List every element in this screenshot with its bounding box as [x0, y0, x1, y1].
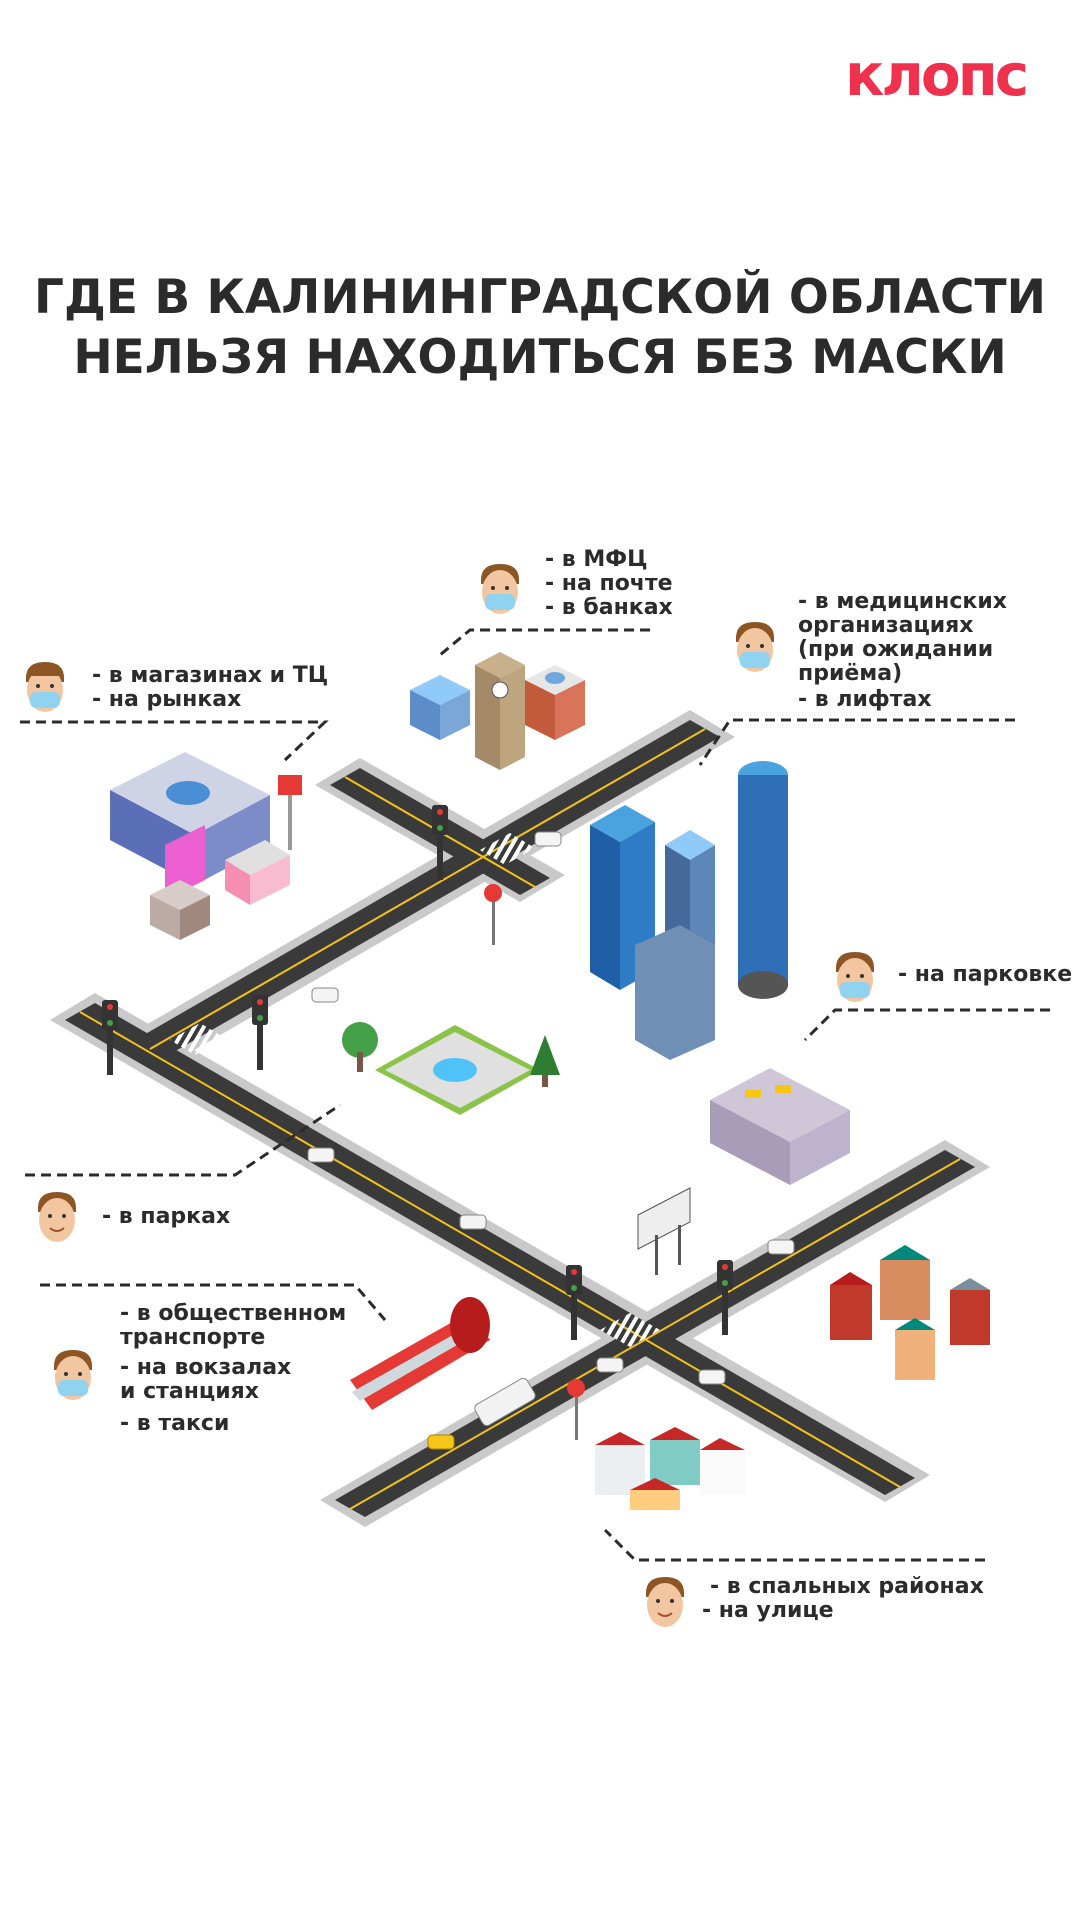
label-line: - на почте	[545, 571, 673, 596]
traffic-lights	[102, 805, 733, 1340]
cars	[307, 831, 795, 1450]
parking-garage	[710, 1068, 850, 1185]
title-line-1: ГДЕ В КАЛИНИНГРАДСКОЙ ОБЛАСТИ	[34, 270, 1046, 325]
unmasked-face-icon	[646, 1577, 684, 1627]
label-line: (при ожидании	[798, 637, 994, 662]
title-line-2: НЕЛЬЗЯ НАХОДИТЬСЯ БЕЗ МАСКИ	[73, 330, 1007, 385]
label-shops: - в магазинах и ТЦ - на рынках	[92, 664, 328, 712]
billboard	[637, 1187, 691, 1275]
label-line: приёма)	[798, 661, 903, 686]
houses-east	[830, 1245, 990, 1380]
masked-face-icon	[736, 622, 774, 672]
label-line: и станциях	[120, 1379, 259, 1404]
label-line: - в МФЦ	[545, 547, 648, 572]
label-line: - в такси	[120, 1411, 230, 1436]
masked-face-icon	[481, 564, 519, 614]
label-line: - в парках	[102, 1204, 231, 1229]
label-line: - в магазинах и ТЦ	[92, 663, 329, 688]
crosswalks	[170, 833, 660, 1347]
stop-signs	[484, 884, 585, 1440]
masked-face-icon	[836, 952, 874, 1002]
label-residential: - в спальных районах - на улице	[702, 1575, 984, 1623]
klops-logo: клопс	[845, 41, 1029, 109]
houses-south	[595, 1427, 745, 1510]
label-line: - в банках	[545, 595, 673, 620]
skyscrapers	[590, 761, 788, 1060]
label-line: транспорте	[120, 1325, 266, 1350]
label-line: - в лифтах	[798, 687, 932, 712]
page-title: ГДЕ В КАЛИНИНГРАДСКОЙ ОБЛАСТИ НЕЛЬЗЯ НАХ…	[0, 268, 1080, 388]
label-line: - в спальных районах	[710, 1574, 984, 1599]
unmasked-face-icon	[38, 1192, 76, 1242]
tram	[350, 1297, 490, 1410]
label-line: организациях	[798, 613, 974, 638]
label-parks: - в парках	[102, 1205, 230, 1229]
masked-face-icon	[54, 1350, 92, 1400]
leader-lines	[20, 628, 1050, 1562]
label-line: - на улице	[702, 1598, 834, 1623]
label-medical: - в медицинских организациях (при ожидан…	[798, 590, 1007, 712]
label-line: - в общественном	[120, 1301, 347, 1326]
label-line: - на парковке	[898, 962, 1073, 987]
label-line: - в медицинских	[798, 589, 1007, 614]
label-line: - на рынках	[92, 687, 242, 712]
masked-face-icon	[26, 662, 64, 712]
mall-building	[110, 752, 302, 940]
label-mfc: - в МФЦ - на почте - в банках	[545, 548, 673, 620]
label-line: - на вокзалах	[120, 1355, 292, 1380]
park	[342, 1022, 560, 1115]
mfc-buildings	[410, 652, 585, 770]
label-transport: - в общественном транспорте - на вокзала…	[120, 1302, 346, 1436]
label-parking: - на парковке	[898, 963, 1072, 987]
